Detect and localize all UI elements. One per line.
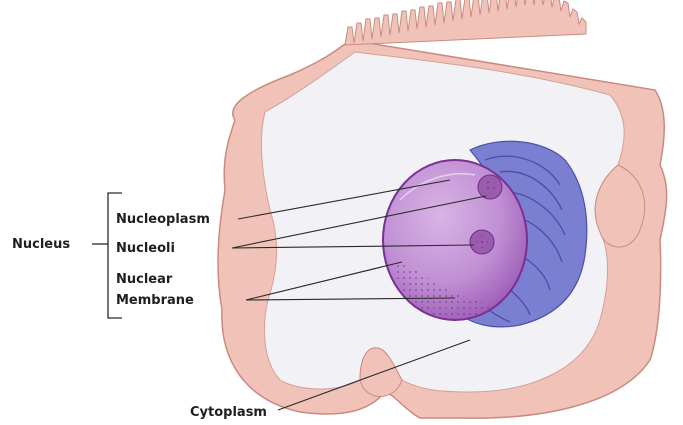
nuclear-membrane-label-line2: Membrane (116, 293, 194, 308)
microvilli-brush-border (345, 0, 586, 45)
nucleoplasm-label: Nucleoplasm (116, 212, 210, 227)
nuclear-membrane-label-line1: Nuclear (116, 272, 173, 287)
nucleus-label: Nucleus (12, 237, 70, 252)
nucleoli-label: Nucleoli (116, 241, 175, 256)
nucleus-sphere (383, 160, 527, 320)
cytoplasm-label: Cytoplasm (190, 405, 267, 420)
